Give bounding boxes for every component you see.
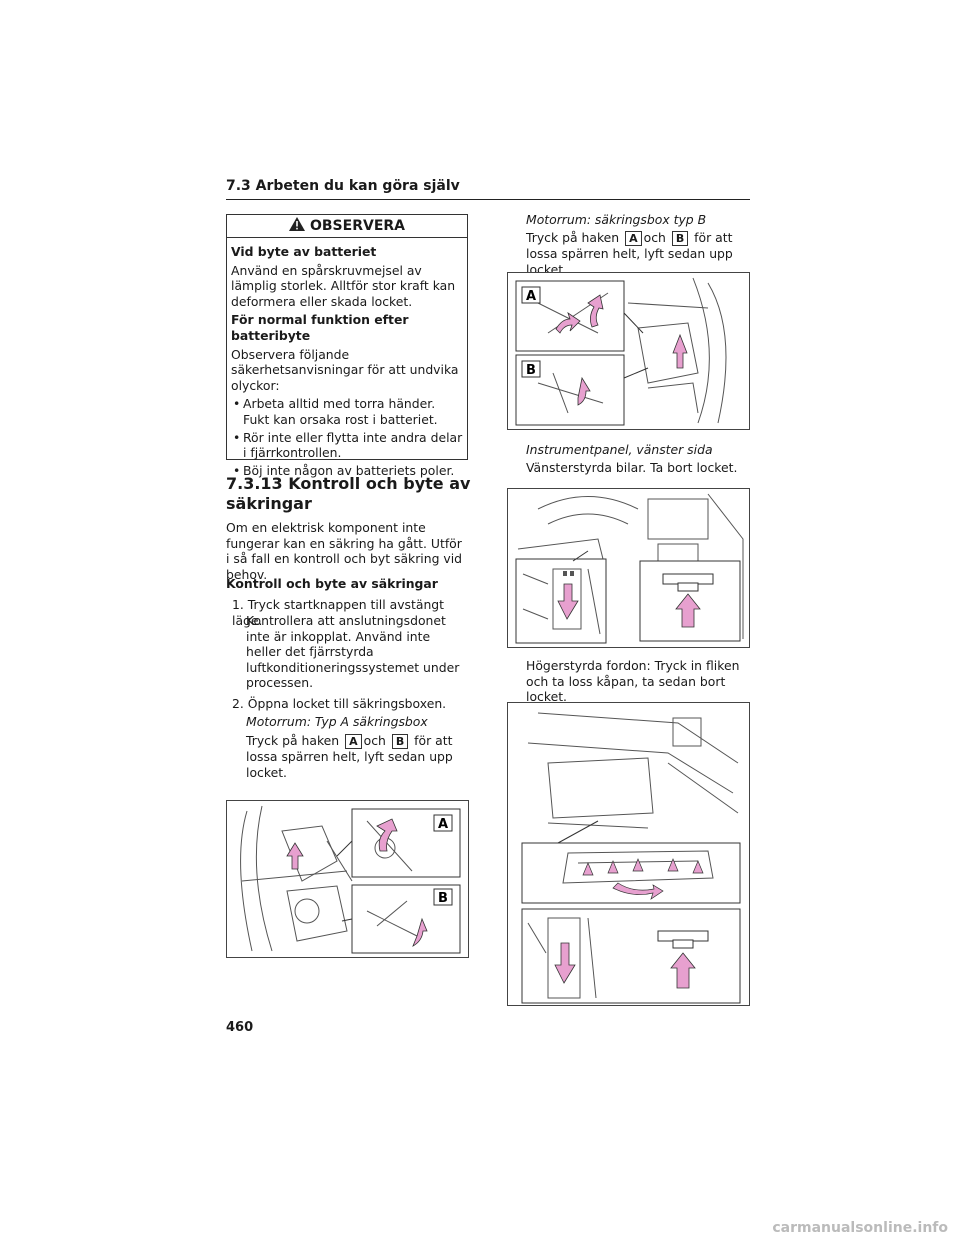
- figure-fusebox-type-a: A B: [226, 800, 469, 958]
- label-a-key: A: [625, 231, 642, 246]
- warning-subheading-1: Vid byte av batteriet: [231, 244, 377, 259]
- label-b-key: B: [391, 734, 409, 749]
- step-1: 1. Tryck startknappen till avstängt läge…: [232, 597, 445, 628]
- text: för att lossa spärren helt, lyft sedan u…: [526, 230, 733, 277]
- figure-instrument-panel-rhd: [507, 702, 750, 1006]
- figure-label-b: B: [438, 891, 448, 906]
- rhd-instruction: Högerstyrda fordon: Tryck in fliken och …: [526, 658, 740, 705]
- warning-box: OBSERVERA Vid byte av batteriet Använd e…: [226, 214, 468, 478]
- page-number: 460: [226, 1020, 254, 1035]
- figure-fusebox-type-b: A B: [507, 272, 750, 430]
- label-a-key: A: [345, 734, 362, 749]
- type-b-label: Motorrum: säkringsbox typ B: [526, 212, 707, 227]
- figure-label-b: B: [526, 363, 536, 378]
- warning-bullet: Rör inte eller flytta inte andra delar i…: [231, 430, 463, 461]
- section-title: 7.3.13 Kontroll och byte av säkringar: [226, 474, 471, 513]
- text: för att lossa spärren helt, lyft sedan u…: [246, 733, 453, 780]
- warning-title: OBSERVERA: [309, 218, 405, 234]
- label-b-key: B: [671, 231, 689, 246]
- warning-bullet: Böj inte någon av batteriets poler.: [231, 463, 463, 479]
- section-rule: [226, 199, 750, 200]
- lhd-instruction: Vänsterstyrda bilar. Ta bort locket.: [526, 460, 738, 475]
- warning-bullet-list: Arbeta alltid med torra händer. Fukt kan…: [231, 396, 463, 478]
- warning-bullet: Arbeta alltid med torra händer. Fukt kan…: [231, 396, 463, 427]
- text: och: [363, 733, 386, 748]
- text: och: [643, 230, 666, 245]
- subheading: Kontroll och byte av säkringar: [226, 576, 438, 591]
- type-a-label: Motorrum: Typ A säkringsbox: [246, 714, 428, 729]
- figure-instrument-panel-lhd: [507, 488, 750, 648]
- warning-paragraph-1: Använd en spårskruvmejsel av lämplig sto…: [231, 262, 456, 309]
- text: Tryck på haken: [526, 230, 620, 245]
- section-intro: Om en elektrisk komponent inte fungerar …: [226, 520, 463, 582]
- figure-label-a: A: [438, 817, 448, 832]
- warning-header: OBSERVERA: [227, 215, 467, 238]
- step-1-note: Kontrollera att anslutningsdonet inte är…: [246, 613, 460, 691]
- instrument-panel-label: Instrumentpanel, vänster sida: [526, 442, 713, 457]
- warning-paragraph-2: Observera följande säkerhetsanvisningar …: [231, 346, 459, 393]
- figure-label-a: A: [526, 289, 536, 304]
- section-header: 7.3 Arbeten du kan göra själv: [226, 178, 460, 194]
- warning-subheading-2: För normal funktion efter batteribyte: [231, 312, 409, 343]
- text: Tryck på haken: [246, 733, 340, 748]
- warning-icon: [288, 217, 305, 235]
- step-2: 2. Öppna locket till säkringsboxen.: [232, 696, 447, 711]
- watermark: carmanualsonline.info: [772, 1220, 948, 1236]
